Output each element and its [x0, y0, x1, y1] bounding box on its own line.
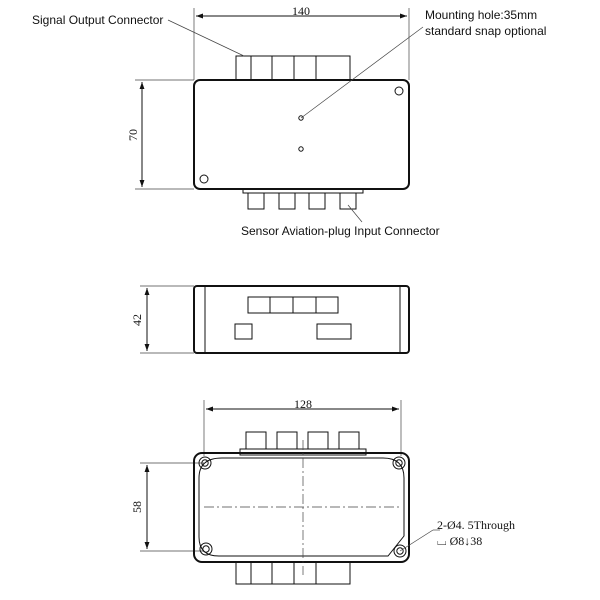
label-sensor-input: Sensor Aviation-plug Input Connector: [241, 224, 440, 238]
side-view: 42: [130, 285, 410, 354]
sensor-input-connectors: [242, 188, 364, 210]
top-view-body: [193, 79, 410, 190]
top-height-value: 70: [126, 129, 140, 141]
bottom-width-value: 128: [294, 397, 312, 411]
corner-hole-bottom-left: [199, 174, 209, 184]
bottom-height-value: 58: [130, 501, 144, 513]
mounting-hole-upper: [298, 115, 304, 121]
top-width-value: 140: [292, 4, 310, 18]
leader-signal-output: [167, 19, 245, 57]
corner-hole-top-right: [392, 456, 406, 470]
leader-mounting-hole: [300, 26, 424, 119]
side-height-value: 42: [130, 314, 144, 326]
side-height-dimension: 42: [130, 285, 194, 354]
signal-output-connectors: [235, 55, 351, 81]
corner-hole-top-left: [198, 456, 212, 470]
mounting-hole-lower: [298, 146, 304, 152]
bottom-view: 128 58: [130, 397, 515, 585]
side-view-body: [193, 285, 410, 354]
corner-hole-top-right: [394, 86, 404, 96]
label-hole-spec-1: 2-Ø4. 5Through: [437, 518, 515, 532]
top-width-dimension: 140: [193, 4, 410, 80]
bottom-output-connectors: [235, 561, 351, 585]
leader-hole-spec: [399, 529, 434, 552]
leader-sensor-input: [347, 204, 363, 223]
side-connector-windows: [234, 296, 352, 340]
corner-hole-bottom-left: [199, 542, 213, 556]
label-mounting-hole-2: standard snap optional: [425, 24, 546, 38]
bottom-view-body: [193, 452, 410, 563]
label-mounting-hole-1: Mounting hole:35mm: [425, 8, 537, 22]
label-hole-spec-2: ⌴ Ø8↓38: [437, 534, 482, 548]
bottom-height-dimension: 58: [130, 462, 204, 552]
top-height-dimension: 70: [126, 79, 194, 190]
top-view: 140 70: [32, 4, 546, 238]
label-signal-output: Signal Output Connector: [32, 13, 163, 27]
corner-hole-bottom-right: [393, 544, 407, 558]
bottom-width-dimension: 128: [203, 397, 402, 456]
